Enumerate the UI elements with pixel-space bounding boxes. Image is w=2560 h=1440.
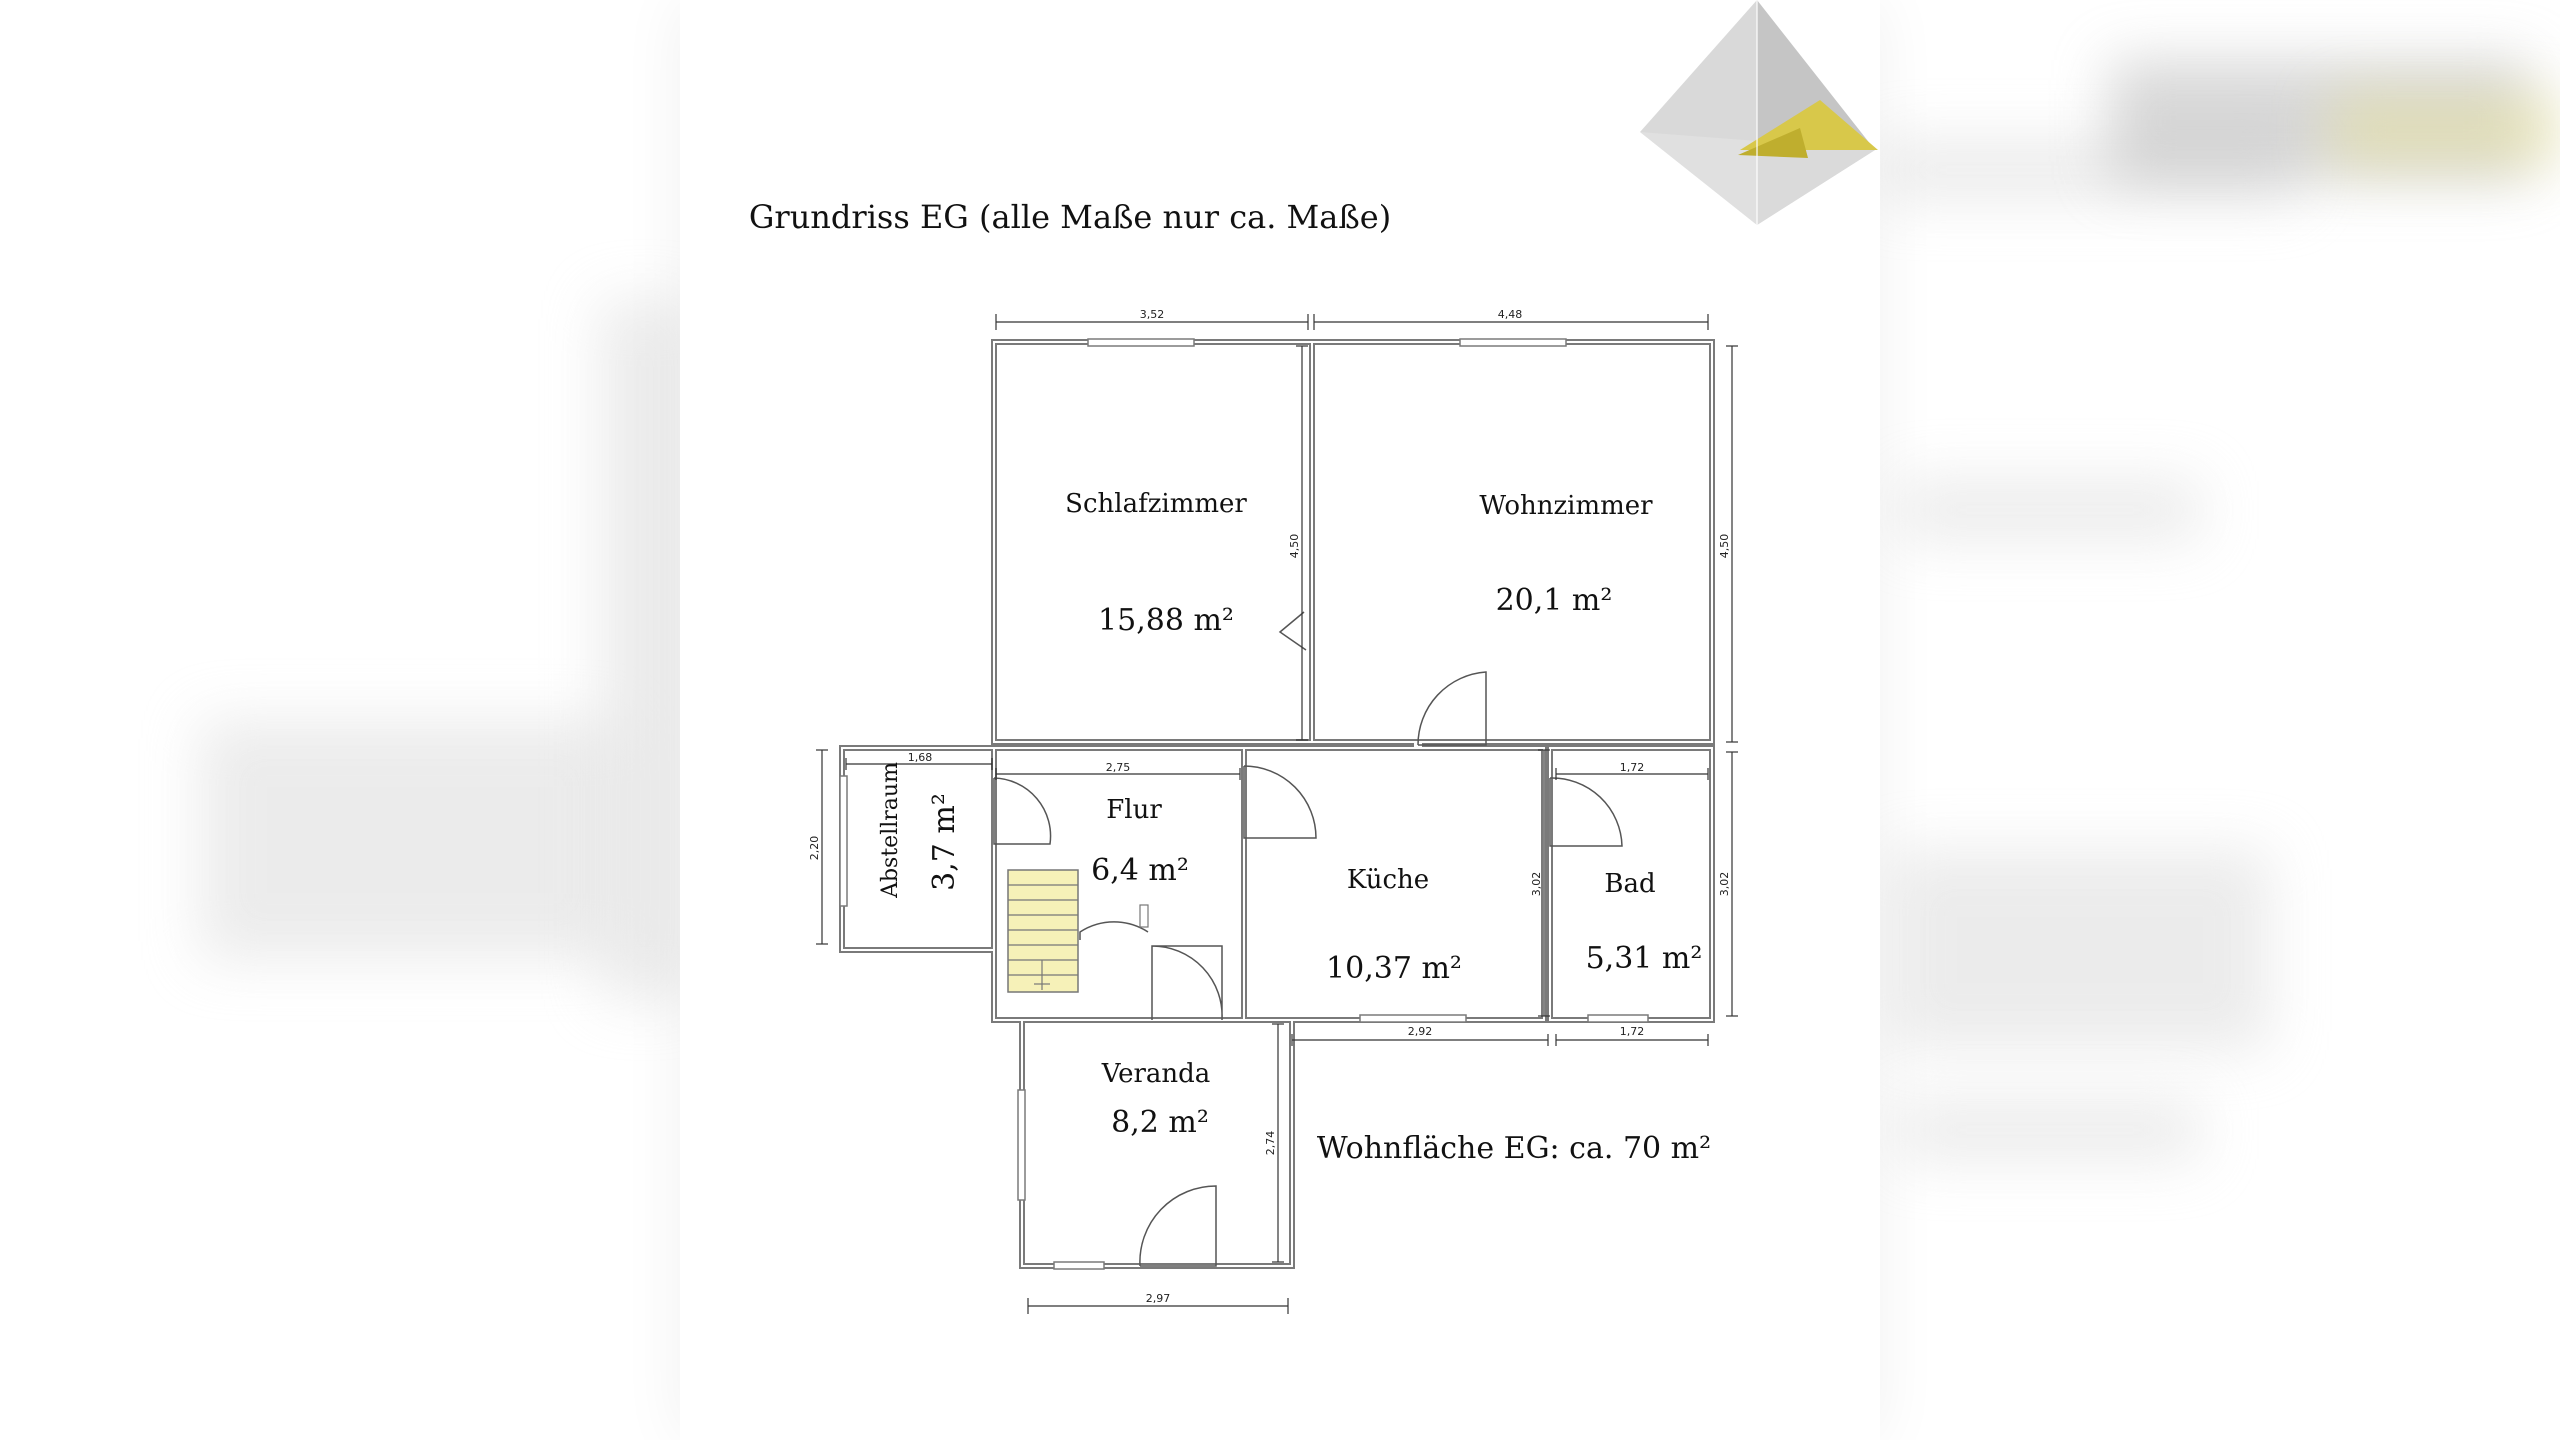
dim-bad-width-top: 1,72 [1620,761,1645,774]
door-flur [1151,945,1223,1021]
background-blur [2330,95,2560,165]
room-label-bad: Bad [1604,869,1655,899]
door-kueche [1243,765,1317,839]
dim-veranda-width: 2,97 [1146,1292,1171,1305]
pyramid-logo [1640,0,1878,225]
dim-flur-width: 2,75 [1106,761,1131,774]
room-label-wohnzimmer: Wohnzimmer [1479,491,1653,521]
walls [839,339,1715,1269]
room-area-wohnzimmer: 20,1 m² [1496,583,1613,618]
room-area-schlafzimmer: 15,88 m² [1098,603,1234,638]
room-label-kueche: Küche [1347,865,1429,895]
dim-kueche-height: 3,02 [1530,872,1543,897]
room-label-abstellraum: Abstellraum [878,762,903,899]
stairs [1007,869,1149,993]
total-area-label: Wohnfläche EG: ca. 70 m² [1317,1131,1711,1166]
doors [993,611,1623,1267]
wall-inner-lines [841,341,1713,1267]
plan-title: Grundriss EG (alle Maße nur ca. Maße) [749,198,1391,236]
wall-veranda [1019,1017,1295,1269]
room-area-flur: 6,4 m² [1091,853,1189,888]
dim-right-lower: 3,02 [1718,872,1731,897]
background-blur [1900,480,2200,540]
dim-right-upper: 4,50 [1718,534,1731,559]
background-blur [200,720,620,960]
room-label-schlafzimmer: Schlafzimmer [1065,489,1247,519]
dim-abstell-height: 2,20 [808,836,821,861]
room-area-veranda: 8,2 m² [1111,1105,1209,1140]
wall-abstellraum [839,745,997,953]
background-blur [1900,1100,2200,1160]
room-area-bad: 5,31 m² [1586,941,1703,976]
floorplan-sheet [680,0,1880,1440]
dim-bad-width-bottom: 1,72 [1620,1025,1645,1038]
background-blur [1890,850,2270,1050]
door-bad [1549,777,1623,847]
dim-kueche-width: 2,92 [1408,1025,1433,1038]
dim-abstell-width: 1,68 [908,751,933,764]
room-area-kueche: 10,37 m² [1326,951,1462,986]
door-schlafzimmer-fold [1278,611,1307,651]
dim-top-right: 4,48 [1498,308,1523,321]
room-area-abstellraum: 3,7 m² [927,793,962,891]
dimension-lines [816,314,1738,1314]
background-blur [600,300,690,1000]
wall-wohnzimmer [1309,339,1715,745]
dim-top-left: 3,52 [1140,308,1165,321]
door-wohnzimmer [1417,671,1487,746]
door-abstellraum [993,777,1052,845]
dim-schlaf-height: 4,50 [1288,534,1301,559]
windows [839,338,1649,1270]
room-label-veranda: Veranda [1101,1059,1211,1089]
wall-schlafzimmer [991,339,1315,745]
dim-veranda-height: 2,74 [1264,1131,1277,1156]
room-label-flur: Flur [1106,795,1162,825]
door-veranda [1139,1185,1217,1267]
